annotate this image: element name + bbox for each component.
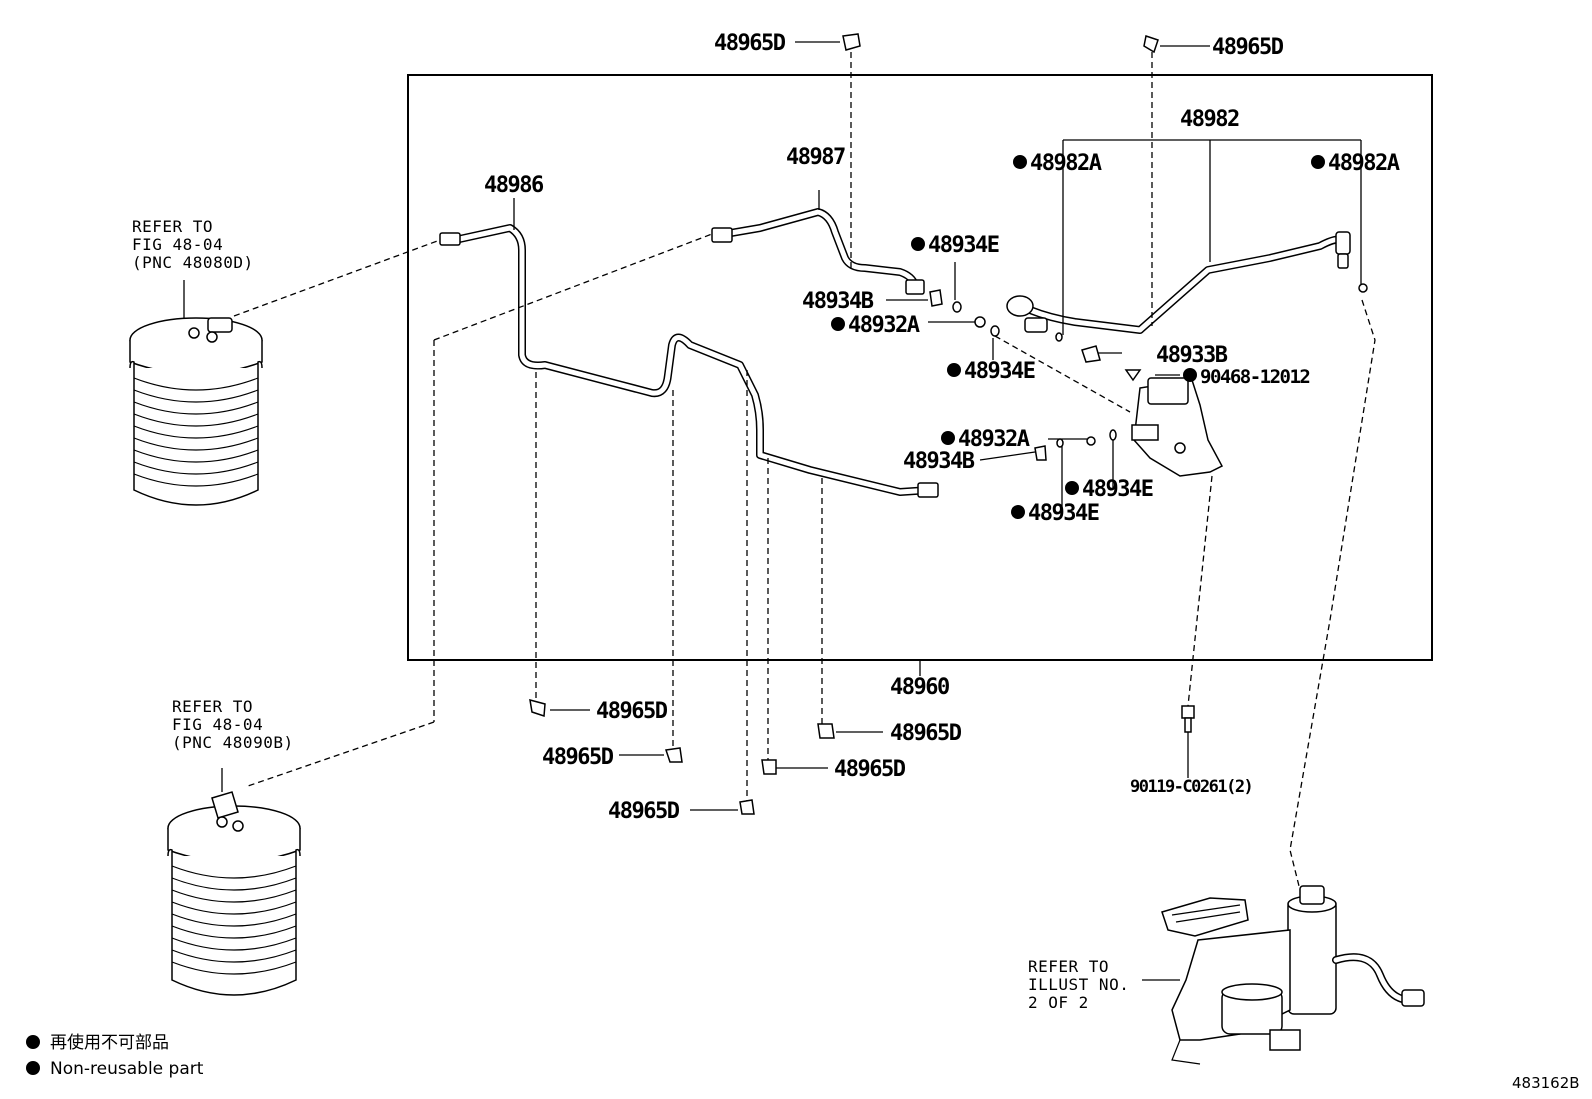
refer-note-front: REFER TO FIG 48-04 (PNC 48080D) — [132, 217, 254, 272]
label-48932A-2: 48932A — [958, 427, 1030, 452]
pipe-48986 — [439, 224, 939, 498]
label-clip-bottom-4: 48965D — [834, 757, 906, 782]
non-reusable-marker-icon — [1311, 155, 1325, 169]
label-clip-bottom-5: 48965D — [890, 721, 962, 746]
legend-japanese: 再使用不可部品 — [50, 1032, 169, 1053]
air-spring-front — [129, 280, 263, 506]
legend-marker-icon — [26, 1061, 40, 1075]
non-reusable-marker-icon — [1013, 155, 1027, 169]
svg-text:2 OF 2: 2 OF 2 — [1028, 993, 1089, 1012]
compressor-assembly — [1161, 885, 1425, 1065]
svg-text:REFER TO: REFER TO — [132, 217, 213, 236]
legend-english: Non-reusable part — [50, 1059, 204, 1079]
svg-text:(PNC 48080D): (PNC 48080D) — [132, 253, 254, 272]
svg-text:REFER TO: REFER TO — [1028, 957, 1109, 976]
label-clip-top-right: 48965D — [1212, 35, 1284, 60]
non-reusable-marker-icon — [941, 431, 955, 445]
non-reusable-marker-icon — [1183, 368, 1197, 382]
label-48934E-4: 48934E — [1028, 501, 1099, 526]
label-48934E-3: 48934E — [1082, 477, 1153, 502]
non-reusable-marker-icon — [947, 363, 961, 377]
label-48982A-right: 48982A — [1328, 151, 1400, 176]
label-clip-bottom-3: 48965D — [608, 799, 680, 824]
small-parts — [529, 33, 1368, 815]
illustration-code: 483162B — [1512, 1074, 1580, 1092]
air-spring-rear — [167, 768, 301, 996]
leader-lines — [513, 41, 1362, 981]
dashed-guides — [233, 52, 1376, 891]
legend: 再使用不可部品 Non-reusable part — [26, 1032, 204, 1079]
label-48933B: 48933B — [1156, 343, 1228, 368]
label-48934B-2: 48934B — [903, 449, 975, 474]
pipe-48982 — [1006, 231, 1351, 334]
label-48986: 48986 — [484, 173, 544, 198]
refer-note-compressor: REFER TO ILLUST NO. 2 OF 2 — [1028, 957, 1129, 1012]
legend-marker-icon — [26, 1035, 40, 1049]
label-48987: 48987 — [786, 145, 845, 170]
label-48934E-2: 48934E — [964, 359, 1035, 384]
svg-text:REFER TO: REFER TO — [172, 697, 253, 716]
svg-text:FIG 48-04: FIG 48-04 — [132, 235, 223, 254]
non-reusable-marker-icon — [911, 237, 925, 251]
svg-text:(PNC 48090B): (PNC 48090B) — [172, 733, 294, 752]
refer-note-rear: REFER TO FIG 48-04 (PNC 48090B) — [172, 697, 294, 752]
svg-text:ILLUST NO.: ILLUST NO. — [1028, 975, 1129, 994]
non-reusable-marker-icon — [1065, 481, 1079, 495]
label-48934E-1: 48934E — [928, 233, 999, 258]
label-48982: 48982 — [1180, 107, 1239, 132]
valve-block — [1131, 377, 1224, 477]
label-48982A-left: 48982A — [1030, 151, 1102, 176]
non-reusable-marker-icon — [831, 317, 845, 331]
pipe-48987 — [711, 208, 925, 295]
label-48934B-1: 48934B — [802, 289, 874, 314]
label-90468-12012: 90468-12012 — [1200, 366, 1309, 388]
label-48960: 48960 — [890, 675, 949, 700]
label-clip-bottom-2: 48965D — [542, 745, 614, 770]
label-48932A-1: 48932A — [848, 313, 920, 338]
svg-text:FIG 48-04: FIG 48-04 — [172, 715, 263, 734]
part-labels: 48965D 48965D 48982 48982A 48982A 48987 … — [484, 31, 1401, 824]
label-clip-bottom-1: 48965D — [596, 699, 668, 724]
label-clip-top-left: 48965D — [714, 31, 786, 56]
label-90119-C0261: 90119-C0261(2) — [1130, 777, 1252, 797]
non-reusable-marker-icon — [1011, 505, 1025, 519]
